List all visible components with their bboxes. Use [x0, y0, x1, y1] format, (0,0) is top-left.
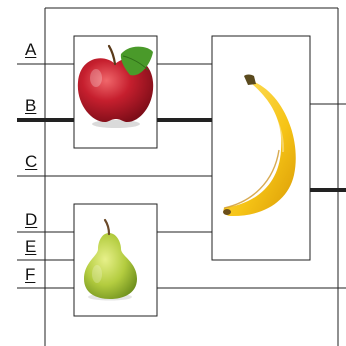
banana-icon: [223, 74, 296, 217]
input-label-c: C: [25, 152, 38, 171]
input-label-d: D: [25, 210, 38, 229]
input-label-b: B: [25, 96, 37, 115]
input-label-f: F: [25, 265, 36, 284]
pear-block: [73, 203, 158, 317]
input-label-a: A: [25, 40, 37, 59]
input-label-e: E: [25, 237, 37, 256]
apple-block: [73, 35, 158, 149]
banana-block: [211, 35, 311, 261]
apple-icon: [77, 44, 154, 128]
pear-icon: [84, 218, 137, 301]
